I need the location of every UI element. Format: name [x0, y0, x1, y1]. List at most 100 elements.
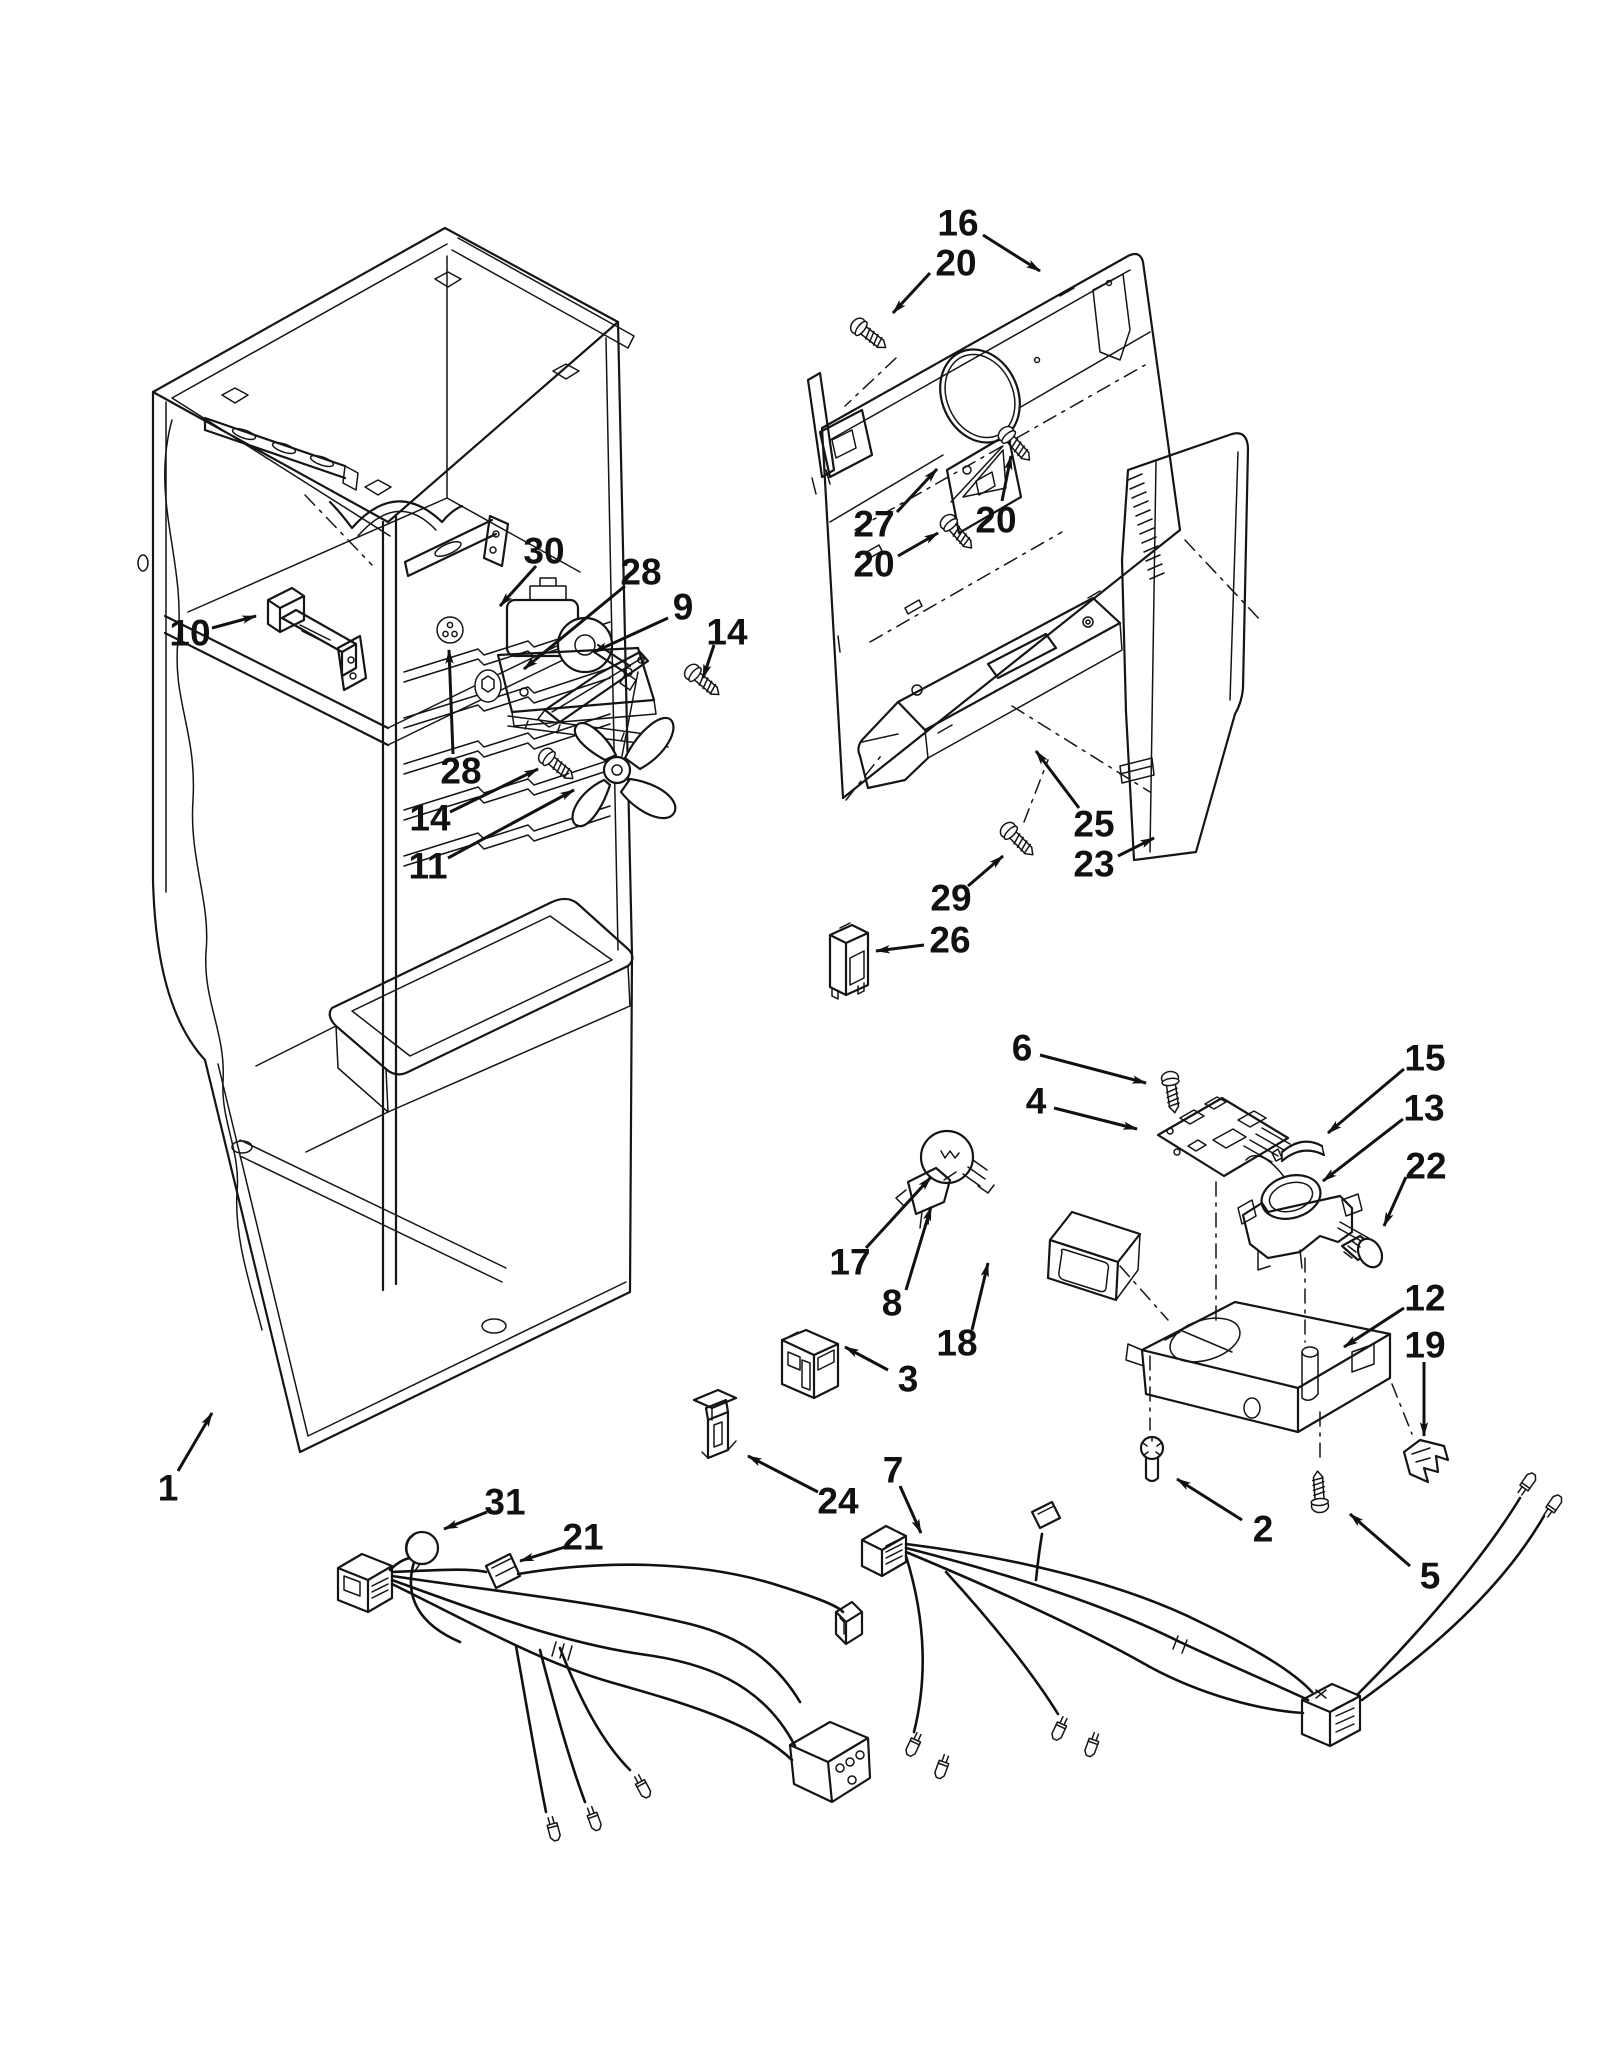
wiring-harness-left [336, 1530, 872, 1843]
panel-side-flange [806, 371, 874, 495]
motor-grommet-upper [436, 616, 464, 644]
callout-label-screw: 20 [975, 500, 1016, 541]
relay-box [780, 1328, 840, 1400]
callout-arrow-wire-connector [518, 1545, 566, 1563]
callout-arrow-air-duct [1034, 750, 1081, 809]
evaporator-cover-panel [820, 252, 1182, 800]
sensor [1139, 1435, 1165, 1483]
control-bracket [1125, 1300, 1392, 1434]
bulb-socket [895, 1166, 957, 1229]
side-mounting-bracket [266, 586, 368, 692]
relay [828, 922, 870, 1000]
gasket-strip [1271, 1140, 1326, 1163]
callout-label-relay: 26 [929, 920, 970, 961]
motor-grommet-lower [474, 669, 502, 703]
motor-bracket [537, 650, 650, 728]
callout-label-relay-box: 3 [898, 1359, 919, 1400]
callout-arrow-motor-grommet [445, 648, 455, 755]
callout-arrow-relay-box [844, 1345, 889, 1372]
callout-label-light-bulb: 17 [829, 1242, 870, 1283]
center-mounting-bracket [403, 514, 510, 578]
callout-arrow-motor-bracket [593, 616, 669, 654]
callout-label-control-housing: 23 [1073, 844, 1114, 885]
screw-29 [996, 818, 1040, 862]
mounting-clip [1402, 1438, 1450, 1484]
callout-label-wire-connector: 21 [562, 1517, 603, 1558]
callout-arrow-liner-cabinet [176, 1412, 214, 1472]
callout-label-air-duct: 25 [1073, 804, 1114, 845]
callout-label-control-board: 4 [1026, 1081, 1047, 1122]
callout-label-hole-plug: 31 [484, 1482, 525, 1523]
callout-arrow-switch [1382, 1176, 1408, 1227]
axis-dash-lines [1119, 1181, 1413, 1463]
harness-mini-connector [1030, 1500, 1062, 1530]
wiring-harness-right [860, 1470, 1565, 1781]
callout-arrow-control-board [1053, 1106, 1139, 1131]
control-housing [1119, 432, 1250, 862]
callout-arrow-control-bracket [1343, 1306, 1405, 1349]
screw-20a-axis [844, 357, 897, 407]
callout-label-control-bracket: 12 [1404, 1278, 1445, 1319]
access-cover [945, 432, 1023, 535]
screw-6 [1159, 1069, 1185, 1115]
callout-label-screw: 20 [935, 243, 976, 284]
callout-label-evaporator-cover-panel: 16 [937, 203, 978, 244]
four-hole-connector [788, 1720, 872, 1804]
callout-label-wiring-harness: 7 [883, 1450, 904, 1491]
callout-label-motor-grommet: 28 [620, 552, 661, 593]
light-lens [1046, 1210, 1142, 1302]
callout-label-side-mounting-bracket: 10 [169, 613, 210, 654]
callout-label-support-post: 24 [817, 1481, 859, 1522]
callout-arrow-relay [874, 943, 925, 954]
callout-arrow-screw [1039, 1053, 1148, 1085]
callout-arrow-hole-plug [443, 1510, 488, 1531]
screw-14b [534, 744, 580, 786]
callout-arrow-wiring-harness [898, 1485, 923, 1534]
screw-20b [994, 422, 1037, 467]
callout-label-motor-grommet: 28 [440, 751, 481, 792]
callout-arrow-screw [967, 854, 1004, 888]
callout-arrow-motor-grommet [523, 584, 626, 671]
callout-label-thermostat: 13 [1403, 1088, 1444, 1129]
callout-arrow-screw [1349, 1512, 1411, 1568]
callout-label-screw: 14 [409, 798, 451, 839]
screw-5 [1308, 1469, 1330, 1514]
callout-label-mounting-clip: 19 [1404, 1325, 1445, 1366]
harness-end-connector [1300, 1682, 1362, 1748]
liner-cabinet [137, 226, 635, 1454]
callout-arrow-gasket-strip [1327, 1067, 1405, 1135]
wire-connector-21 [484, 1552, 522, 1590]
fan-blade [571, 671, 677, 828]
callout-arrow-fan-blade [447, 788, 575, 860]
callout-arrow-bulb-socket [904, 1205, 933, 1291]
callout-arrow-support-post [747, 1454, 819, 1494]
callout-label-liner-cabinet: 1 [158, 1468, 179, 1509]
callout-label-screw: 14 [706, 612, 748, 653]
callout-label-gasket-strip: 15 [1404, 1038, 1445, 1079]
callout-arrow-evaporator-fan-motor [498, 564, 538, 608]
light-bulb [919, 1129, 995, 1194]
callout-label-bulb-socket: 8 [882, 1283, 903, 1324]
screw-20a [846, 314, 892, 355]
control-board [1156, 1096, 1291, 1178]
callout-arrow-sensor [1176, 1477, 1243, 1522]
callout-label-switch: 22 [1405, 1146, 1446, 1187]
screw-20c [936, 510, 979, 555]
callout-arrow-light-lens [970, 1261, 990, 1331]
callout-arrow-side-mounting-bracket [211, 614, 258, 630]
support-post [692, 1388, 738, 1460]
callout-arrow-light-bulb [864, 1175, 933, 1250]
callout-arrow-screw [449, 767, 539, 814]
callout-label-screw: 20 [853, 544, 894, 585]
callout-label-screw: 29 [930, 878, 971, 919]
switch [1340, 1234, 1384, 1269]
screw-29-axis [1023, 759, 1049, 823]
callout-arrow-evaporator-cover-panel [982, 233, 1041, 273]
callout-arrow-screw [897, 531, 939, 558]
callout-arrow-control-housing [1117, 836, 1155, 858]
screw-14a [680, 660, 726, 702]
callout-label-screw: 6 [1012, 1028, 1033, 1069]
callout-arrow-screw [891, 271, 932, 315]
